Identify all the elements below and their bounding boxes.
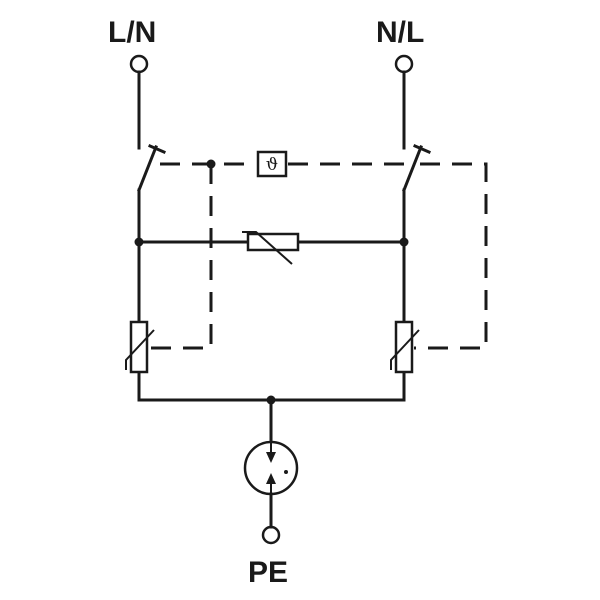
switch-left-tick — [148, 144, 166, 154]
gdt-upper-electrode — [266, 452, 276, 463]
linkage-right-loop — [414, 162, 488, 350]
junction-bottom — [266, 395, 276, 405]
thermal-symbol: ϑ — [266, 155, 278, 175]
terminal-pe-circle — [261, 525, 281, 545]
terminal-left-circle — [129, 54, 149, 74]
theta-box-icon — [256, 150, 288, 178]
varistor-right-slash — [390, 329, 420, 370]
junction-linkage — [206, 159, 216, 169]
junction-bus-left — [134, 237, 144, 247]
varistor-left-slash — [125, 329, 155, 370]
varistor-middle-body — [246, 232, 300, 252]
junction-bus-right — [399, 237, 409, 247]
terminal-label-left: L/N — [108, 16, 157, 49]
switch-right-blade — [402, 145, 423, 192]
switch-right-tick — [413, 144, 431, 154]
gdt-gas-dot — [284, 470, 288, 474]
terminal-right-circle — [394, 54, 414, 74]
switch-left-blade — [137, 145, 158, 192]
terminal-label-pe: PE — [248, 556, 289, 589]
varistor-middle-slash — [242, 231, 293, 265]
linkage-left-drop — [150, 164, 213, 350]
terminal-label-right: N/L — [376, 16, 425, 49]
gdt-lower-electrode — [266, 473, 276, 484]
